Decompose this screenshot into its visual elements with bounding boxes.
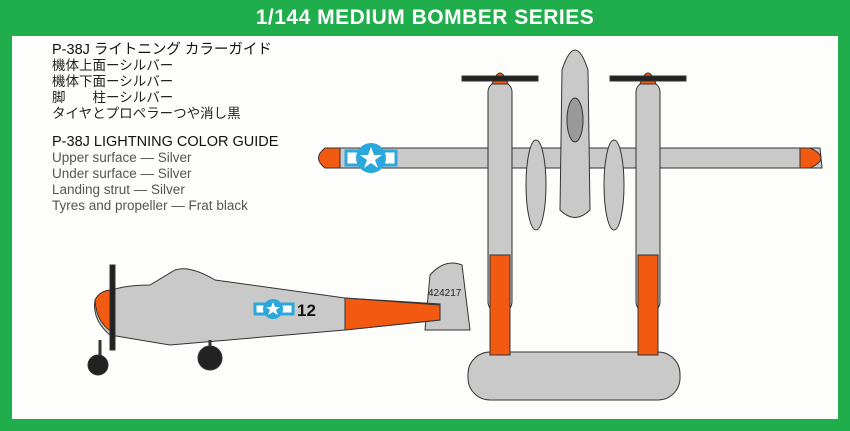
drop-tank [525, 139, 547, 231]
main-wheel [197, 345, 223, 371]
guide-title-en: P-38J LIGHTNING COLOR GUIDE [52, 134, 279, 150]
boom-orange [344, 297, 441, 331]
propeller [109, 264, 116, 351]
aircraft-code: 12 [297, 301, 316, 320]
nose-wheel [87, 354, 109, 376]
guide-line-en: Under surface — Silver [52, 166, 192, 181]
color-guide: P-38J ライトニング カラーガイド 機体上面ーシルバー 機体下面ーシルバー … [52, 42, 278, 214]
star-insignia-icon [344, 143, 398, 173]
horizontal-tail [467, 351, 681, 401]
illustration-panel [12, 36, 838, 419]
propeller-left [461, 75, 539, 82]
wingtip-right [799, 147, 822, 169]
boom-tail-right [637, 254, 659, 356]
guide-line-en: Tyres and propeller — Frat black [52, 198, 248, 213]
guide-line-ja: 脚 柱ーシルバー [52, 90, 174, 105]
star-insignia-icon [253, 299, 295, 319]
wingtip-left [318, 147, 341, 169]
guide-line-ja: 機体下面ーシルバー [52, 74, 174, 89]
side-view-plane: 424217 12 [87, 262, 471, 376]
tail-serial: 424217 [428, 288, 462, 299]
canopy [566, 97, 584, 143]
guide-title-ja: P-38J ライトニング カラーガイド [52, 42, 272, 58]
boom-tail-left [489, 254, 511, 356]
guide-line-en: Upper surface — Silver [52, 150, 192, 165]
top-view-plane [318, 49, 823, 401]
series-title: 1/144 MEDIUM BOMBER SERIES [255, 6, 595, 29]
guide-line-ja: 機体上面ーシルバー [52, 58, 174, 73]
propeller-right [609, 75, 687, 82]
drop-tank [603, 139, 625, 231]
guide-line-en: Landing strut — Silver [52, 182, 185, 197]
guide-line-ja: タイヤとプロペラーつや消し黒 [52, 106, 241, 121]
